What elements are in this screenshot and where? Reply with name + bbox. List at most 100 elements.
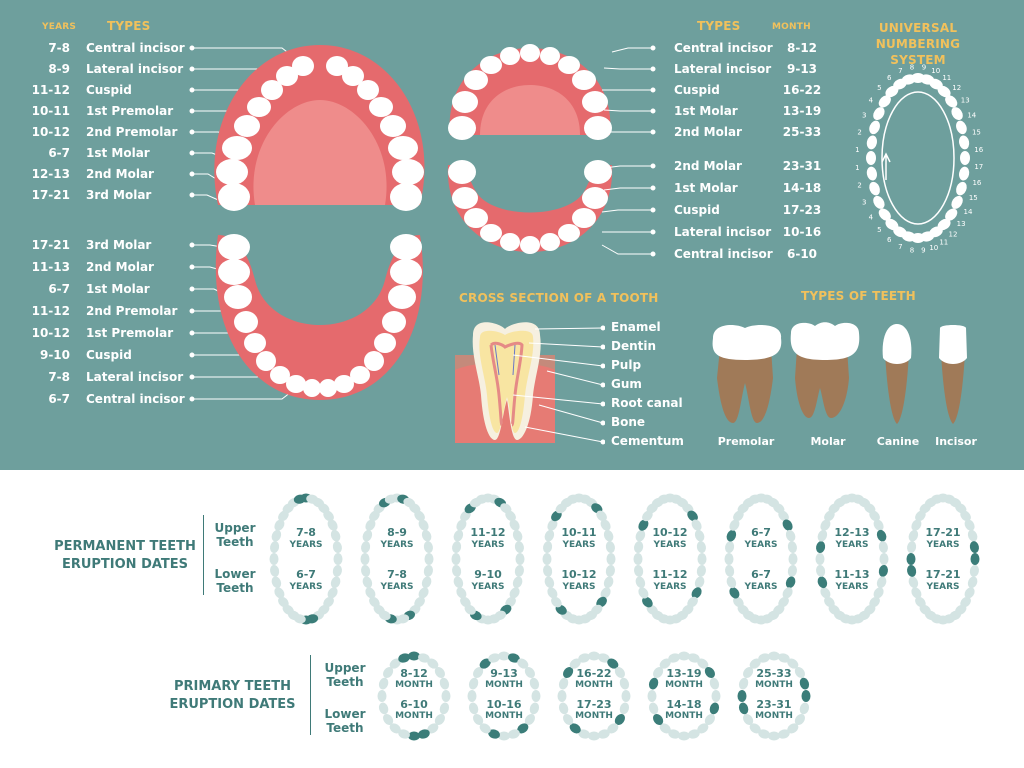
upper-permanent-tooth [218, 183, 250, 211]
lower-eruption-unit: YEARS [926, 582, 960, 592]
numbered-tooth [945, 95, 958, 108]
tooth-type-name: Central incisor [674, 247, 773, 261]
lower-permanent-tooth [350, 366, 370, 384]
lower-eruption-months: 10-16 [486, 698, 522, 711]
cross-section-title: CROSS SECTION OF A TOOTH [459, 291, 659, 305]
tooth [908, 529, 919, 542]
tooth [787, 564, 797, 577]
tooth [278, 596, 289, 608]
tooth [323, 510, 334, 522]
lower-primary-tooth [540, 233, 560, 251]
tooth [588, 731, 600, 741]
tooth [908, 576, 919, 589]
upper-permanent-tooth [342, 66, 364, 86]
tooth [725, 564, 735, 577]
leader-dot [650, 129, 656, 135]
tooth [738, 677, 749, 690]
tooth [578, 653, 590, 663]
types-header-left: TYPES [107, 19, 151, 33]
primary-lower-label-line2: Teeth [326, 721, 364, 735]
tooth [421, 529, 432, 542]
lower-eruption-unit: YEARS [653, 582, 687, 592]
upper-primary-tooth [448, 116, 476, 140]
upper-eruption-years: 12-13 [834, 526, 870, 539]
lower-permanent-tooth [270, 366, 290, 384]
universal-numbering-title: UNIVERSAL NUMBERING SYSTEM [838, 20, 998, 68]
leader-dot [650, 108, 656, 114]
cross-section-label: Gum [611, 377, 642, 391]
erupting-tooth [569, 723, 581, 734]
tooth [588, 651, 600, 661]
lower-primary-tooth [582, 187, 608, 209]
lower-primary-tooth [572, 208, 596, 228]
erupting-tooth [653, 713, 664, 726]
tooth [876, 576, 887, 589]
tooth [439, 702, 450, 715]
lower-primary-tooth [584, 160, 612, 184]
tooth [514, 541, 524, 554]
tooth-type-name: Cuspid [86, 83, 132, 97]
tooth [605, 564, 615, 577]
leader-dot [600, 344, 605, 350]
erupting-tooth [607, 658, 619, 669]
tooth [614, 666, 625, 679]
tooth [558, 677, 569, 690]
eruption-months: 23-31 [782, 159, 822, 173]
tooth [365, 519, 376, 531]
tooth [879, 553, 889, 565]
tooth-number-label: 12 [952, 84, 961, 92]
upper-eruption-years: 11-12 [470, 526, 506, 539]
erupting-tooth [782, 519, 793, 531]
eruption-years: 11-13 [31, 260, 70, 274]
upper-eruption-months: 9-13 [490, 667, 518, 680]
mini-arch-drawing [360, 493, 434, 625]
leader-dot [189, 66, 195, 72]
molar-root [795, 348, 849, 418]
leader-dot [189, 308, 195, 314]
tooth [509, 519, 520, 531]
tooth [383, 713, 394, 726]
tooth [794, 666, 805, 679]
tooth-type-name: 1st Premolar [86, 104, 174, 118]
numbered-tooth [878, 95, 891, 108]
tooth [271, 576, 282, 589]
tooth [960, 510, 971, 522]
tooth-type-name: 2nd Premolar [86, 125, 178, 139]
permanent-upper-label-line2: Teeth [216, 535, 254, 549]
tooth [799, 702, 810, 715]
cross-section-label: Pulp [611, 358, 642, 372]
tooth [704, 713, 715, 726]
primary-lower-label-line1: Lower [324, 707, 366, 721]
leader-dot [189, 242, 195, 248]
tooth [638, 587, 649, 599]
tooth [479, 723, 491, 734]
tooth [517, 658, 529, 669]
leader-dot [600, 439, 605, 445]
tooth [456, 587, 467, 599]
premolar-root [717, 348, 773, 423]
lower-eruption-years: 9-10 [474, 568, 502, 581]
eruption-months: 10-16 [782, 225, 822, 239]
upper-primary-tooth [584, 116, 612, 140]
tooth [648, 702, 659, 715]
lower-permanent-tooth [303, 379, 321, 397]
month-header: MONTH [772, 22, 811, 32]
erupting-tooth [614, 713, 625, 726]
tooth-type-label: Molar [810, 435, 846, 448]
upper-permanent-tooth [247, 97, 271, 117]
tooth [414, 510, 425, 522]
tooth [427, 658, 439, 669]
lower-permanent-tooth [334, 375, 354, 393]
upper-eruption-years: 6-7 [751, 526, 771, 539]
